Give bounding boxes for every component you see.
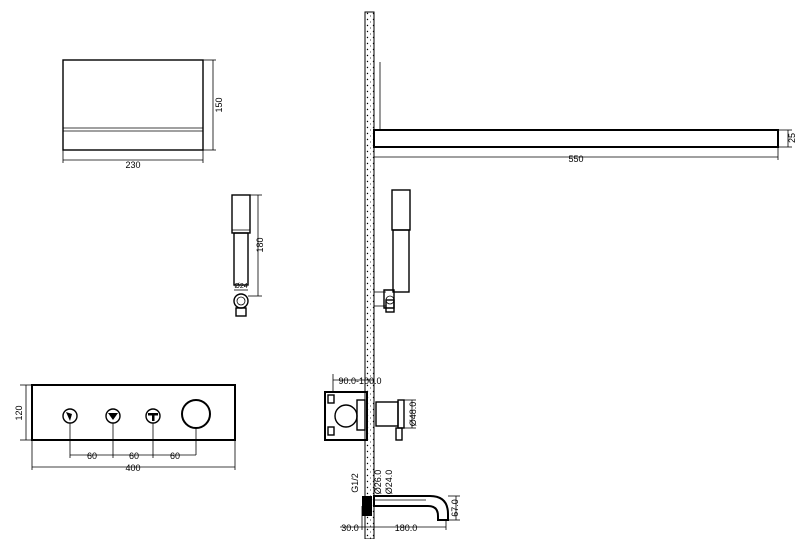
rain-head-width-label: 230 [125,160,140,170]
shower-arm-thickness-label: 25 [787,133,797,143]
shower-arm-length-label: 550 [568,154,583,164]
wall-section [364,11,375,539]
hand-shower-side-view [374,189,411,313]
mixer-handle-icon [181,399,211,455]
spout-drop-label: 67.0 [450,499,460,517]
plate-width-label: 400 [125,463,140,473]
plate-spacing-2-label: 60 [129,451,139,461]
spout-inner-diameter-label: Ø24.0 [384,470,394,495]
plate-spacing-1-label: 60 [87,451,97,461]
tap-selector-icon [145,408,161,424]
spout-outer-diameter-label: Ø26.0 [373,470,383,495]
handshower-selector-icon [62,408,78,424]
spout-selector-icon [105,408,121,424]
mixer-diameter-label: Ø48.0 [408,402,418,427]
plate-height-label: 120 [14,405,24,420]
plate-spacing-3-label: 60 [170,451,180,461]
shower-arm-view: 550 25 [373,62,797,164]
control-plate-view: 120 60 60 60 400 [14,384,236,473]
rain-head-view: 230 150 [62,59,224,170]
spout-thread-label: G1/2 [350,473,360,493]
spout-wall-offset-label: 30.0 [341,523,359,533]
rain-head-height-label: 150 [214,97,224,112]
hand-shower-length-label: 180 [255,237,265,252]
hand-shower-front-view: 180 Ø24 [231,194,265,317]
mixer-depth-label: 90.0-100.0 [338,376,381,386]
mixer-body-section: 90.0-100.0 Ø48.0 [324,374,418,441]
spout-projection-label: 180.0 [395,523,418,533]
spout-view: G1/2 Ø26.0 Ø24.0 67.0 30.0 180.0 [340,470,460,533]
hand-shower-diameter-label: Ø24 [234,283,247,290]
